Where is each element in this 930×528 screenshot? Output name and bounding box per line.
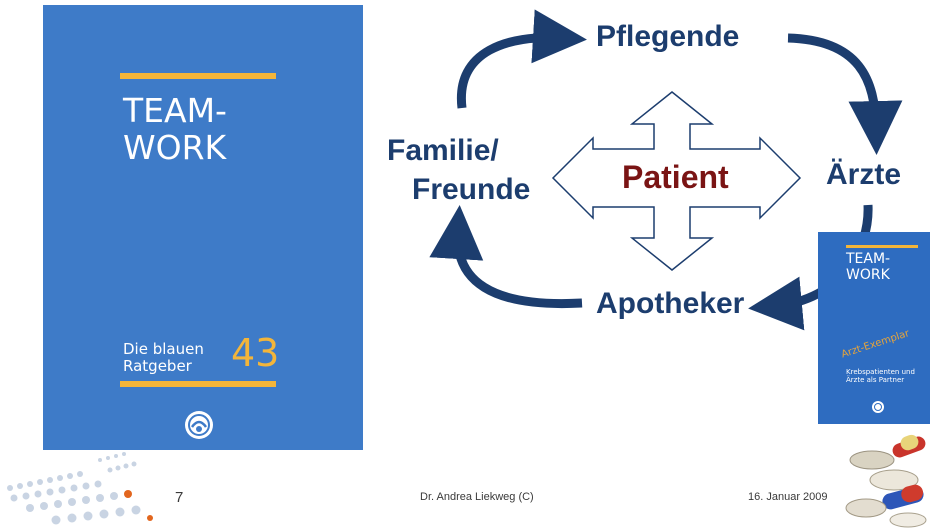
four-way-arrow-icon [551,91,802,271]
footer-author: Dr. Andrea Liekweg (C) [420,491,534,503]
brochure-cover-large: TEAM- WORK Die blauen Ratgeber 43 [43,5,363,450]
brochure-series-line1: Die blauen [123,340,204,358]
brochure-title: TEAM- WORK [123,91,227,167]
node-pflegende: Pflegende [596,20,740,53]
brochure-series-line2: Ratgeber [123,356,192,375]
footer-date: 16. Januar 2009 [748,491,828,503]
node-aerzte: Ärzte [826,158,902,191]
dots-logo-icon [7,452,153,525]
arrow-family-to-nurses [456,9,587,109]
small-title-line2: WORK [846,266,890,283]
brochure-number: 43 [231,331,280,375]
node-apotheker: Apotheker [596,287,745,320]
node-familie-line1: Familie/ [387,134,499,167]
arrow-nurses-to-doctors [787,33,903,155]
page-number: 7 [175,489,184,506]
brochure-title-line2: WORK [123,127,227,167]
small-title-line1: TEAM- [846,251,891,267]
small-top-accent-bar [846,245,918,248]
top-accent-bar [120,73,276,79]
center-label-patient: Patient [622,159,729,195]
arrow-pharmacists-to-family [429,205,583,309]
small-subtitle-line1: Krebspatienten und [846,368,915,376]
bottom-accent-bar [120,381,276,387]
node-familie-line2: Freunde [412,173,531,206]
small-brochure-title: TEAM- WORK [846,251,891,283]
brochure-series: Die blauen Ratgeber [123,341,204,374]
emblem-icon [185,411,213,439]
brochure-title-line1: TEAM- [123,91,227,130]
small-brochure-subtitle: Krebspatienten und Ärzte als Partner [846,368,915,384]
pills-icon [845,434,927,528]
small-subtitle-line2: Ärzte als Partner [846,375,905,384]
brochure-cover-small: TEAM- WORK Arzt-Exemplar Krebspatienten … [818,232,930,424]
doctor-copy-stamp: Arzt-Exemplar [840,328,911,361]
small-emblem-icon [872,401,884,413]
node-familie-freunde: Familie/ Freunde [382,131,562,209]
